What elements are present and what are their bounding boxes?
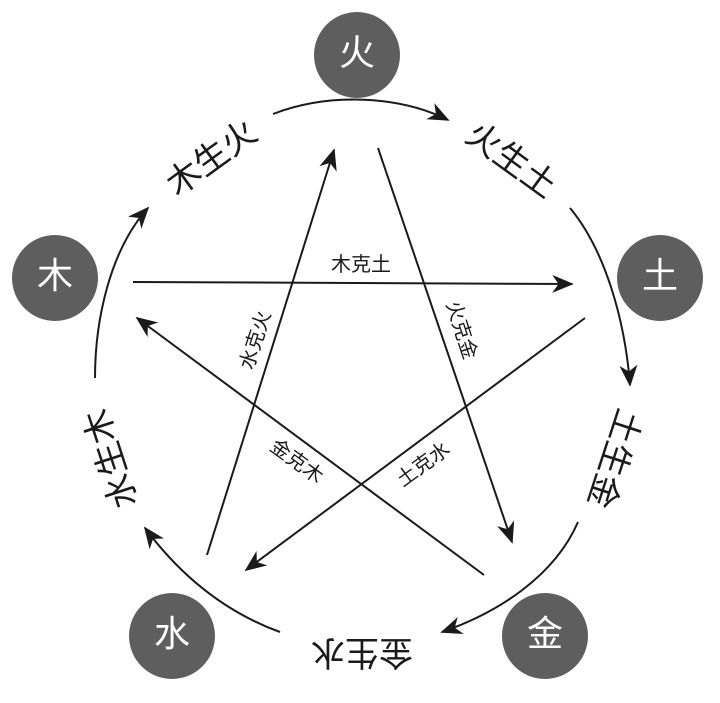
- line-metal-wood: [135, 316, 485, 576]
- svg-text:火: 火: [339, 33, 375, 74]
- line-earth-water: [244, 317, 586, 572]
- ctrl-label-wood-earth: 木克土: [316, 248, 406, 278]
- node-water: 水: [129, 593, 215, 679]
- svg-text:金: 金: [527, 614, 563, 655]
- gen-label-fire-earth: 火生土: [458, 114, 564, 206]
- arc-wood-fire: [94, 206, 150, 379]
- arc-fire-earth: [569, 207, 638, 387]
- svg-text:水: 水: [154, 614, 190, 655]
- ctrl-label-water-fire: 水克火: [231, 301, 279, 379]
- ctrl-label-metal-wood: 金克木: [258, 428, 336, 494]
- line-wood-earth: [132, 274, 574, 293]
- node-metal: 金: [502, 593, 588, 679]
- ctrl-label-fire-metal: 火克金: [438, 291, 486, 369]
- ctrl-label-earth-water: 土克水: [384, 431, 462, 497]
- gen-label-earth-metal: 土生金: [579, 404, 649, 513]
- node-wood: 木: [12, 235, 98, 321]
- arc-metal-water: [143, 526, 281, 633]
- line-fire-metal: [377, 147, 515, 544]
- svg-text:木克土: 木克土: [331, 252, 391, 276]
- arc-fire-top: [272, 98, 450, 121]
- svg-text:木: 木: [37, 256, 73, 297]
- node-fire: 火: [314, 12, 400, 98]
- arc-earth-metal: [440, 521, 579, 635]
- svg-text:水克火: 水克火: [234, 308, 275, 372]
- line-water-fire: [206, 148, 337, 556]
- gen-label-metal-water: 金生水: [311, 632, 413, 672]
- gen-label-wood-fire: 木生火: [159, 112, 265, 204]
- node-earth: 土: [617, 235, 703, 321]
- gen-label-water-wood: 水生木: [76, 404, 146, 513]
- svg-text:土: 土: [642, 256, 678, 297]
